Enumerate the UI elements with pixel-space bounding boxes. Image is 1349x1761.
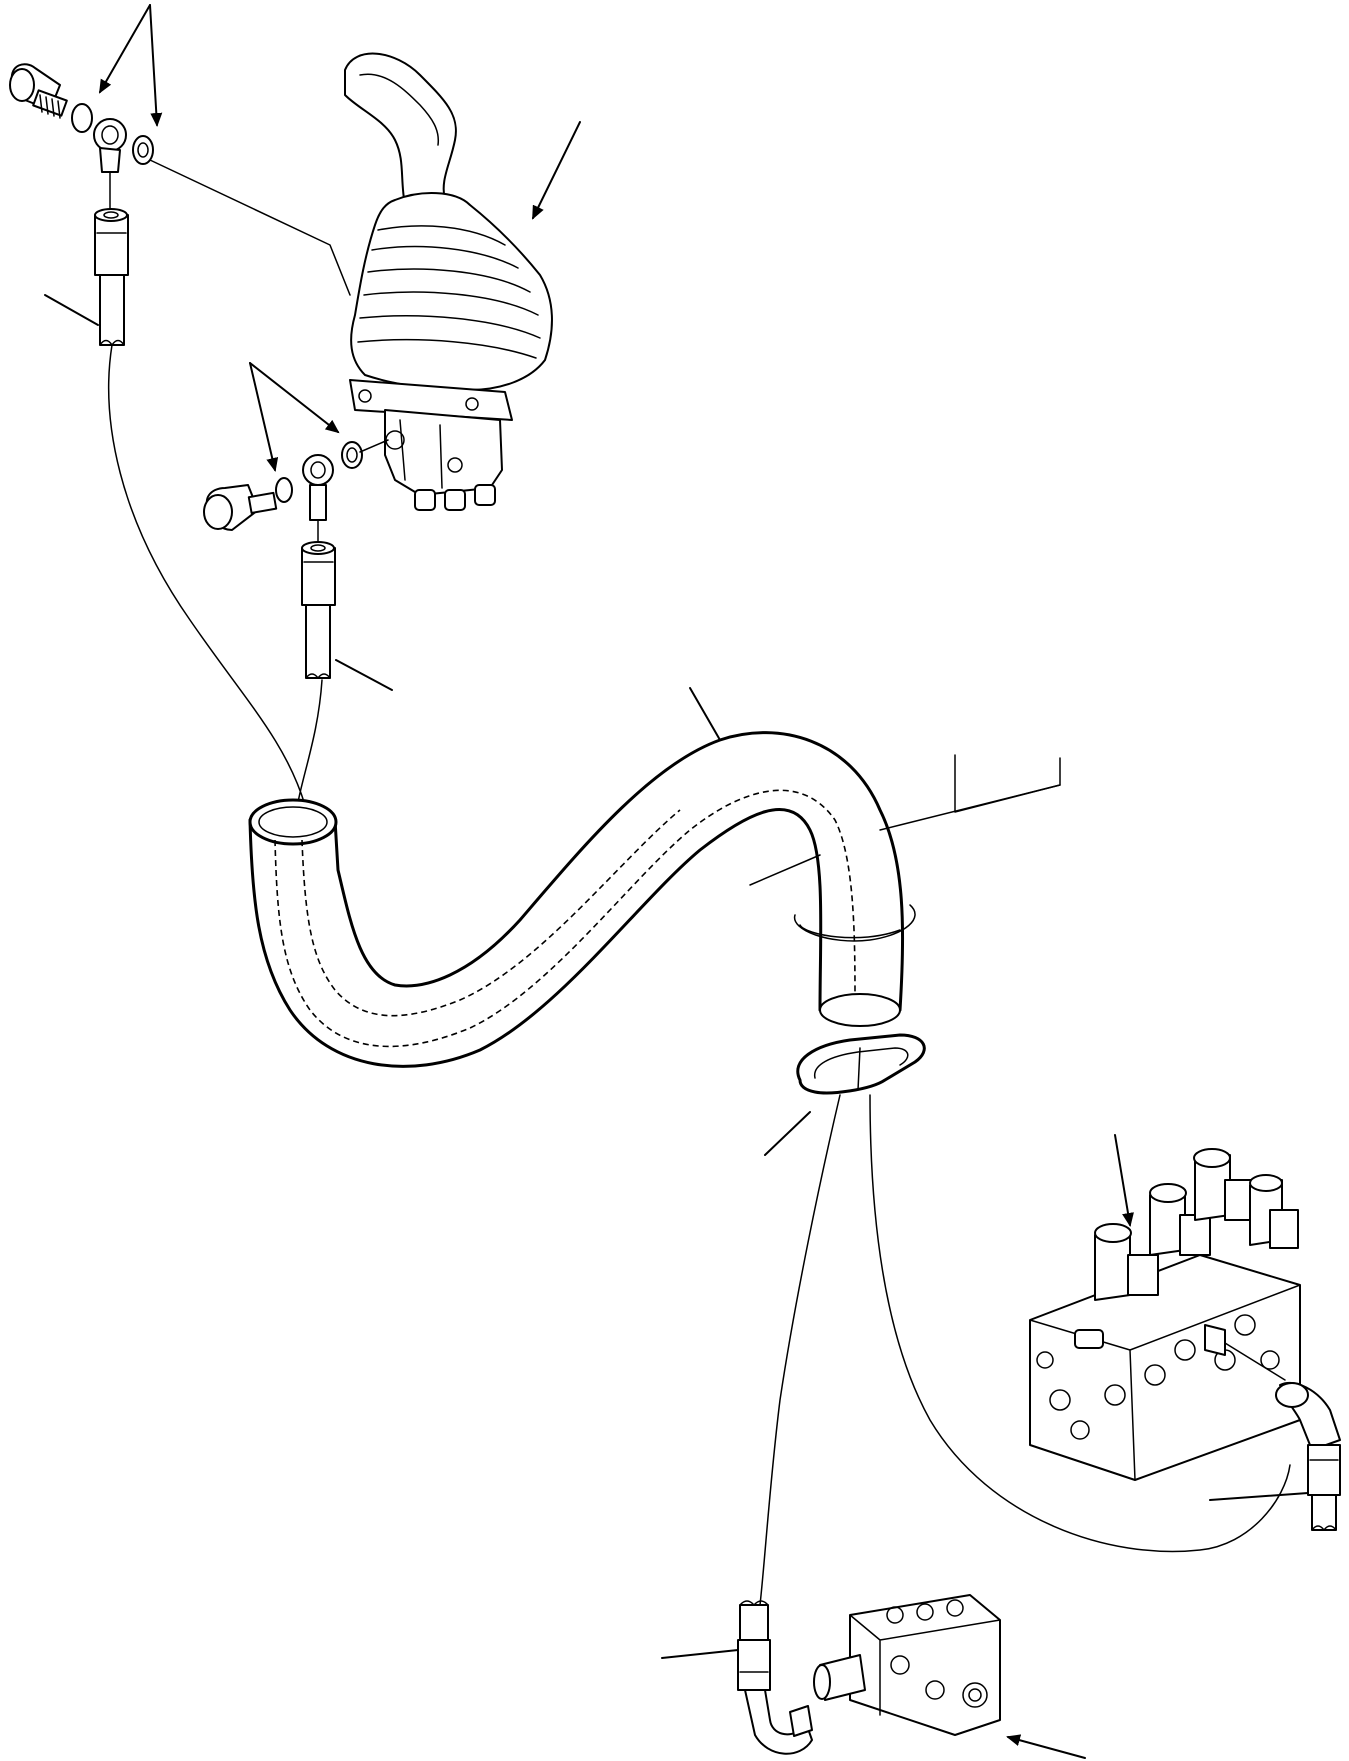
arrow-upper-washer [149,4,163,127]
fitting-nut [789,1705,813,1737]
arrow-upper-washer [99,4,151,94]
valve-hose-end [1209,1382,1341,1531]
joystick-assembly [344,52,553,511]
hose-sleeve [248,687,1061,1068]
hose-clamp [764,1033,926,1156]
boot-ribs [357,225,541,359]
hose-tube [99,274,125,346]
port-fitting [1204,1324,1226,1356]
hose-tube [305,604,331,679]
upper-banjo-fitting [9,63,351,296]
hose-ferrule [737,1639,771,1691]
callout-line [764,1111,811,1156]
banjo-eye [302,454,334,486]
joystick-boot [350,192,553,391]
banjo-stem [309,484,327,521]
hose-line [108,344,306,806]
valve-port-hole [385,430,405,450]
arrow-joystick [532,121,581,220]
callout-line [335,659,393,691]
hose-ferrule [1307,1444,1341,1496]
fitting-nut [1275,1382,1309,1408]
middle-banjo-fitting [203,439,389,546]
valve-block [1029,1134,1301,1481]
banjo-bolt [9,63,68,119]
arrow-middle-washer [249,362,279,472]
valve-port [414,489,436,511]
arrow-valve-block [1114,1134,1134,1227]
valve-port-hole [447,457,463,473]
valve-port [444,489,466,511]
mount-hole [358,389,372,403]
sealing-washer [341,441,363,469]
tee-block [813,1594,1086,1759]
hose-tube [739,1604,769,1641]
upper-hose-end [44,208,306,806]
callout-line [689,687,721,741]
middle-hose-end [294,541,393,821]
sealing-washer [132,135,154,165]
valve-port [474,484,496,506]
callout-line [661,1649,739,1659]
banjo-eye [93,118,127,152]
mount-hole [465,397,479,411]
solenoid-cartridge [1094,1223,1159,1301]
hose-ferrule [301,547,336,606]
tee-hose-end [661,1600,813,1755]
sleeve-end [819,993,901,1027]
banjo-stem [99,147,121,173]
sealing-washer [275,477,293,503]
hose-line-to-valve [869,1094,1291,1553]
callout-line [44,294,99,326]
plug [1074,1329,1104,1349]
hose-ferrule [94,214,129,276]
callout-line [1209,1492,1309,1501]
arrow-middle-washer [249,362,340,434]
joystick-grip [344,52,457,226]
hose-line-to-tee [759,1094,841,1606]
solenoid-cartridge [1249,1174,1299,1249]
hose-tube [1311,1494,1337,1531]
solenoid-cartridge [1193,1148,1256,1221]
arrow-tee-block [1006,1734,1086,1759]
sealing-washer [71,103,93,133]
